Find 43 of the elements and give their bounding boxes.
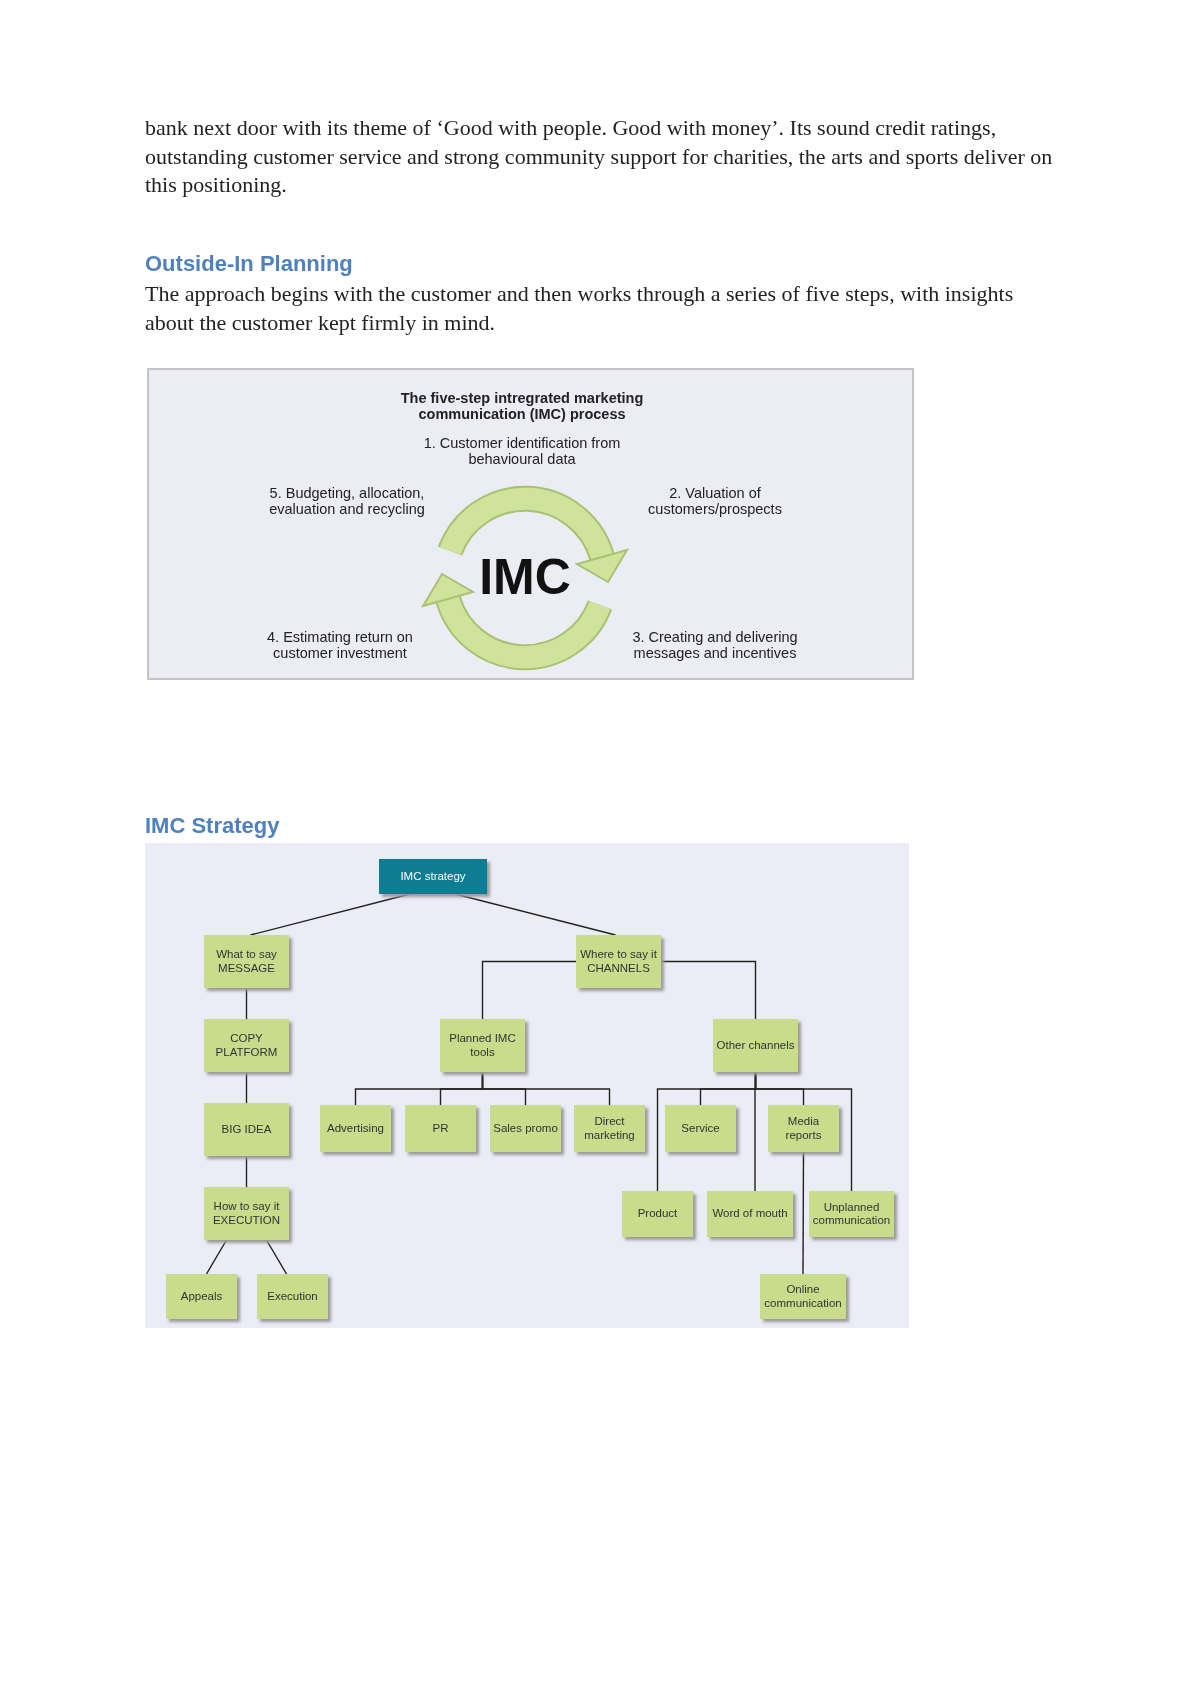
section-heading: Outside-In Planning bbox=[145, 250, 354, 278]
category-box: Product bbox=[622, 1191, 693, 1237]
connector-line bbox=[245, 1155, 248, 1188]
step-label: 4. Estimating return on customer investment bbox=[266, 630, 414, 661]
connector-line bbox=[754, 1071, 853, 1192]
connector-line bbox=[481, 1071, 611, 1106]
category-box: BIG IDEA bbox=[204, 1103, 289, 1156]
category-box: Unplanned communication bbox=[809, 1191, 894, 1237]
category-box: How to say it EXECUTION bbox=[204, 1187, 289, 1240]
connector-line bbox=[249, 893, 411, 936]
step-label: 5. Budgeting, allocation, evaluation and recycling bbox=[268, 486, 426, 517]
connector-line bbox=[245, 987, 248, 1020]
category-box: Other channels bbox=[713, 1019, 798, 1072]
category-box: Online communication bbox=[760, 1274, 846, 1319]
connector-line bbox=[265, 1239, 288, 1275]
category-box: Media reports bbox=[768, 1105, 839, 1152]
category-box: Word of mouth bbox=[707, 1191, 793, 1237]
category-box: Planned IMC tools bbox=[440, 1019, 525, 1072]
connector-line bbox=[245, 1071, 248, 1104]
body-paragraph: The approach begins with the customer and then works through a series of five steps, with insights about the customer kept firmly in mind. bbox=[145, 280, 1015, 337]
section-heading: IMC Strategy bbox=[145, 812, 281, 840]
connector-line bbox=[454, 893, 617, 936]
body-paragraph: bank next door with its theme of ‘Good with people. Good with money’. Its sound credit ratings, outstanding customer service and strong community support for charities, the arts and sports deliver on this positioning. bbox=[145, 114, 1054, 199]
category-box: What to say MESSAGE bbox=[204, 935, 289, 988]
connector-line bbox=[802, 1151, 805, 1275]
connector-line bbox=[660, 960, 757, 1020]
category-box: Advertising bbox=[320, 1105, 391, 1152]
category-box: Direct marketing bbox=[574, 1105, 645, 1152]
connector-line bbox=[205, 1239, 228, 1275]
category-box: Service bbox=[665, 1105, 736, 1152]
category-box: Appeals bbox=[166, 1274, 237, 1319]
category-box: PR bbox=[405, 1105, 476, 1152]
step-label: 2. Valuation of customers/prospects bbox=[647, 486, 783, 517]
category-box: Sales promo bbox=[490, 1105, 561, 1152]
connector-line bbox=[481, 960, 577, 1020]
step-label: 1. Customer identification from behavioural data bbox=[422, 436, 622, 467]
category-box: Execution bbox=[257, 1274, 328, 1319]
category-box: COPY PLATFORM bbox=[204, 1019, 289, 1072]
category-box: Where to say it CHANNELS bbox=[576, 935, 661, 988]
center-label: IMC bbox=[478, 548, 572, 606]
root-box: IMC strategy bbox=[379, 859, 487, 894]
figure-heading: The five-step intregrated marketing communication (IMC) process bbox=[399, 390, 645, 422]
step-label: 3. Creating and delivering messages and incentives bbox=[631, 630, 799, 661]
